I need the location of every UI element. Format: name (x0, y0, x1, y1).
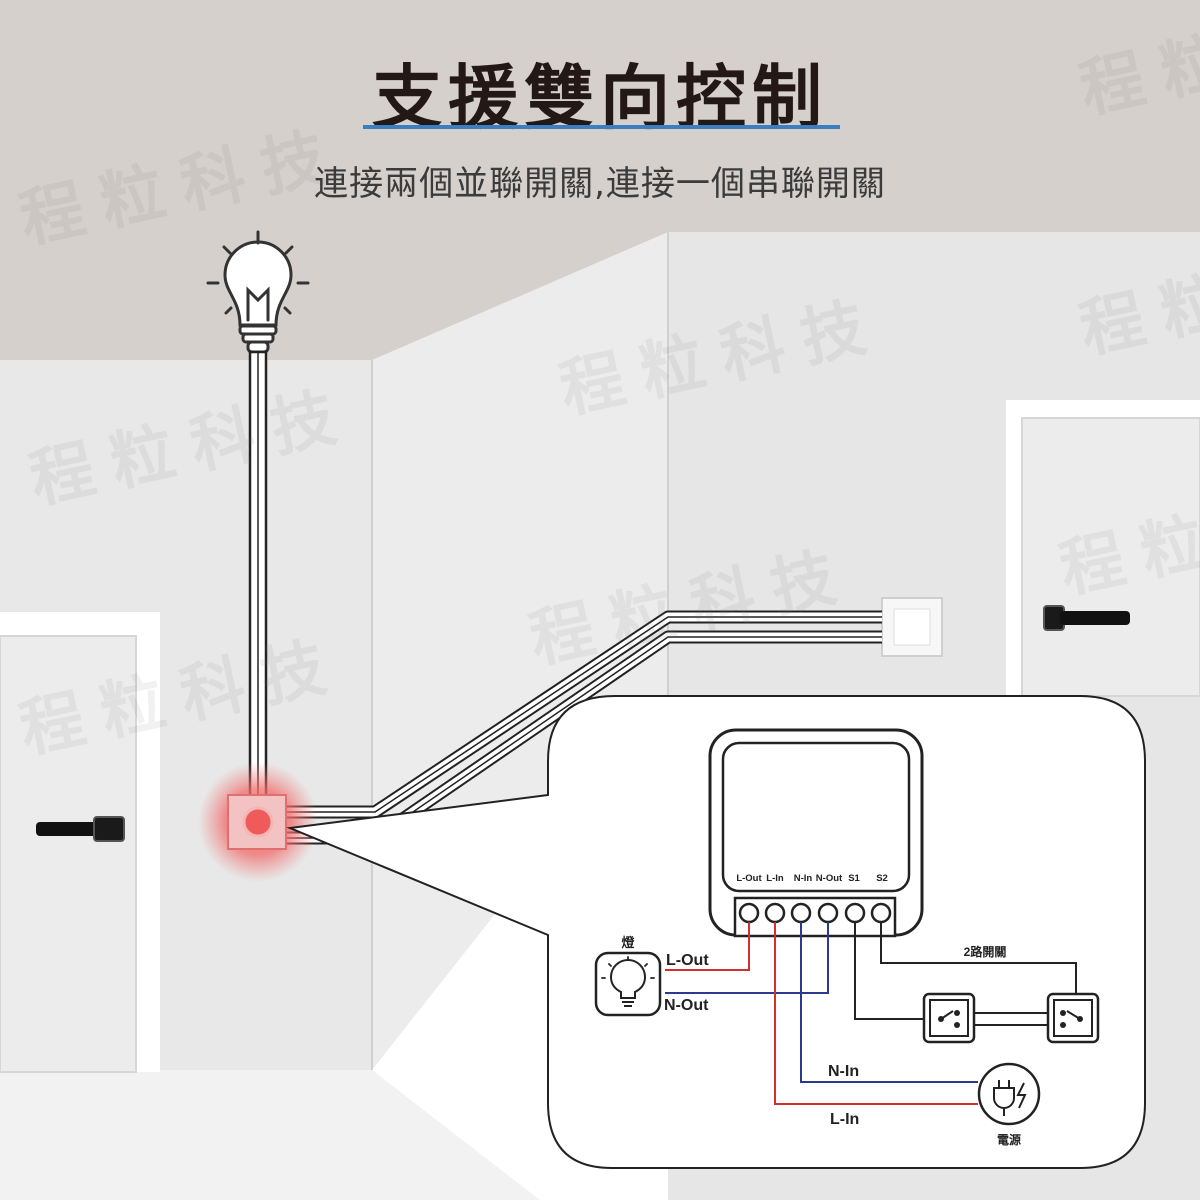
n-in-label: N-In (828, 1063, 859, 1080)
terminal-label-n-out: N-Out (816, 873, 843, 884)
wire-s1 (854, 922, 925, 1020)
smart-module (708, 728, 924, 938)
wire-l-in (774, 922, 978, 1105)
right-door (1021, 417, 1200, 697)
terminal-label-s1: S1 (848, 873, 860, 884)
two-way-switch-1 (922, 992, 976, 1044)
page-subtitle: 連接兩個並聯開關,連接一個串聯開關 (314, 164, 886, 204)
wire-s2 (880, 922, 1077, 995)
terminal-n-out (817, 902, 839, 924)
lamp-label: 燈 (621, 935, 635, 950)
terminal-s2 (870, 902, 892, 924)
light-bulb-icon (206, 230, 310, 354)
n-out-label: N-Out (664, 997, 709, 1014)
terminal-label-n-in: N-In (794, 873, 813, 884)
title-underline (363, 125, 840, 129)
door-handle-icon (36, 816, 125, 842)
wire-n-in (800, 922, 978, 1083)
power-plug-icon (977, 1062, 1041, 1126)
wall-switch-icon (881, 597, 943, 657)
wire-n-out (665, 922, 829, 994)
wall-module (227, 794, 287, 850)
wire-l-out (665, 922, 750, 971)
l-out-label: L-Out (666, 952, 709, 969)
lamp-icon (594, 951, 662, 1017)
terminal-s1 (844, 902, 866, 924)
terminal-label-l-in: L-In (766, 873, 784, 884)
terminal-l-in (764, 902, 786, 924)
floor (0, 1070, 540, 1200)
terminal-n-in (790, 902, 812, 924)
terminal-block (738, 902, 892, 924)
l-in-label: L-In (830, 1111, 859, 1128)
callout-bubble (286, 695, 1146, 1169)
power-label: 電源 (997, 1132, 1021, 1147)
terminal-label-s2: S2 (876, 873, 888, 884)
switch-label: 2路開關 (964, 944, 1007, 959)
ceiling-wires (248, 350, 268, 809)
door-handle-icon (1043, 605, 1130, 631)
terminal-label-l-out: L-Out (736, 873, 762, 884)
terminal-l-out (738, 902, 760, 924)
left-door (0, 635, 137, 1073)
two-way-switch-2 (1046, 992, 1100, 1044)
